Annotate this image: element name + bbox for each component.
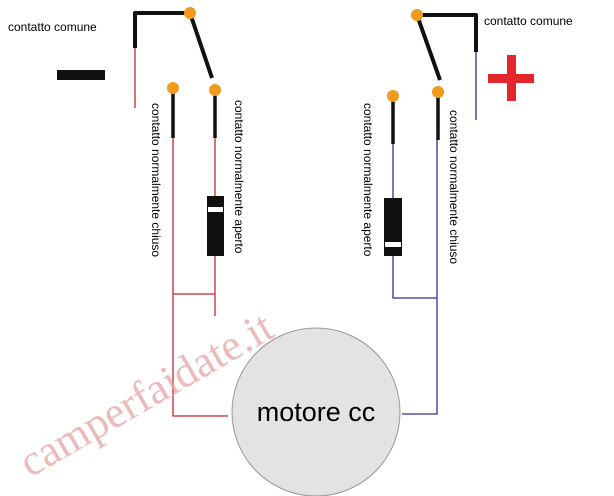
left-diode-band: [208, 207, 223, 212]
left-nc-label: contatto normalmente chiuso: [149, 103, 163, 257]
right-no-dot: [387, 90, 399, 102]
motor-label: motore cc: [257, 397, 376, 427]
left-relay: [133, 7, 228, 417]
left-diode: [207, 196, 224, 256]
left-common-lever: [133, 11, 214, 79]
left-no-label: contatto normalmente aperto: [232, 100, 246, 254]
right-diode: [384, 198, 402, 256]
right-relay: [384, 9, 478, 415]
right-common-dot: [411, 9, 423, 21]
right-nc-dot: [432, 86, 444, 98]
minus-sign: [57, 70, 105, 80]
right-diode-band: [385, 242, 401, 247]
left-nc-dot: [167, 82, 179, 94]
right-nc-wire: [402, 140, 438, 415]
right-common-lever: [415, 13, 478, 81]
left-no-dot: [209, 84, 221, 96]
left-common-label: contatto comune: [8, 20, 97, 34]
left-common-dot: [184, 7, 196, 19]
right-no-label: contatto normalmente aperto: [361, 103, 375, 257]
motor: [231, 327, 401, 496]
plus-sign: [488, 55, 534, 101]
left-nc-wire: [172, 138, 228, 417]
left-diode-join: [173, 293, 216, 316]
right-common-label: contatto comune: [484, 14, 573, 28]
right-nc-label: contatto normalmente chiuso: [447, 110, 461, 264]
right-no-wire-bottom: [392, 256, 437, 299]
